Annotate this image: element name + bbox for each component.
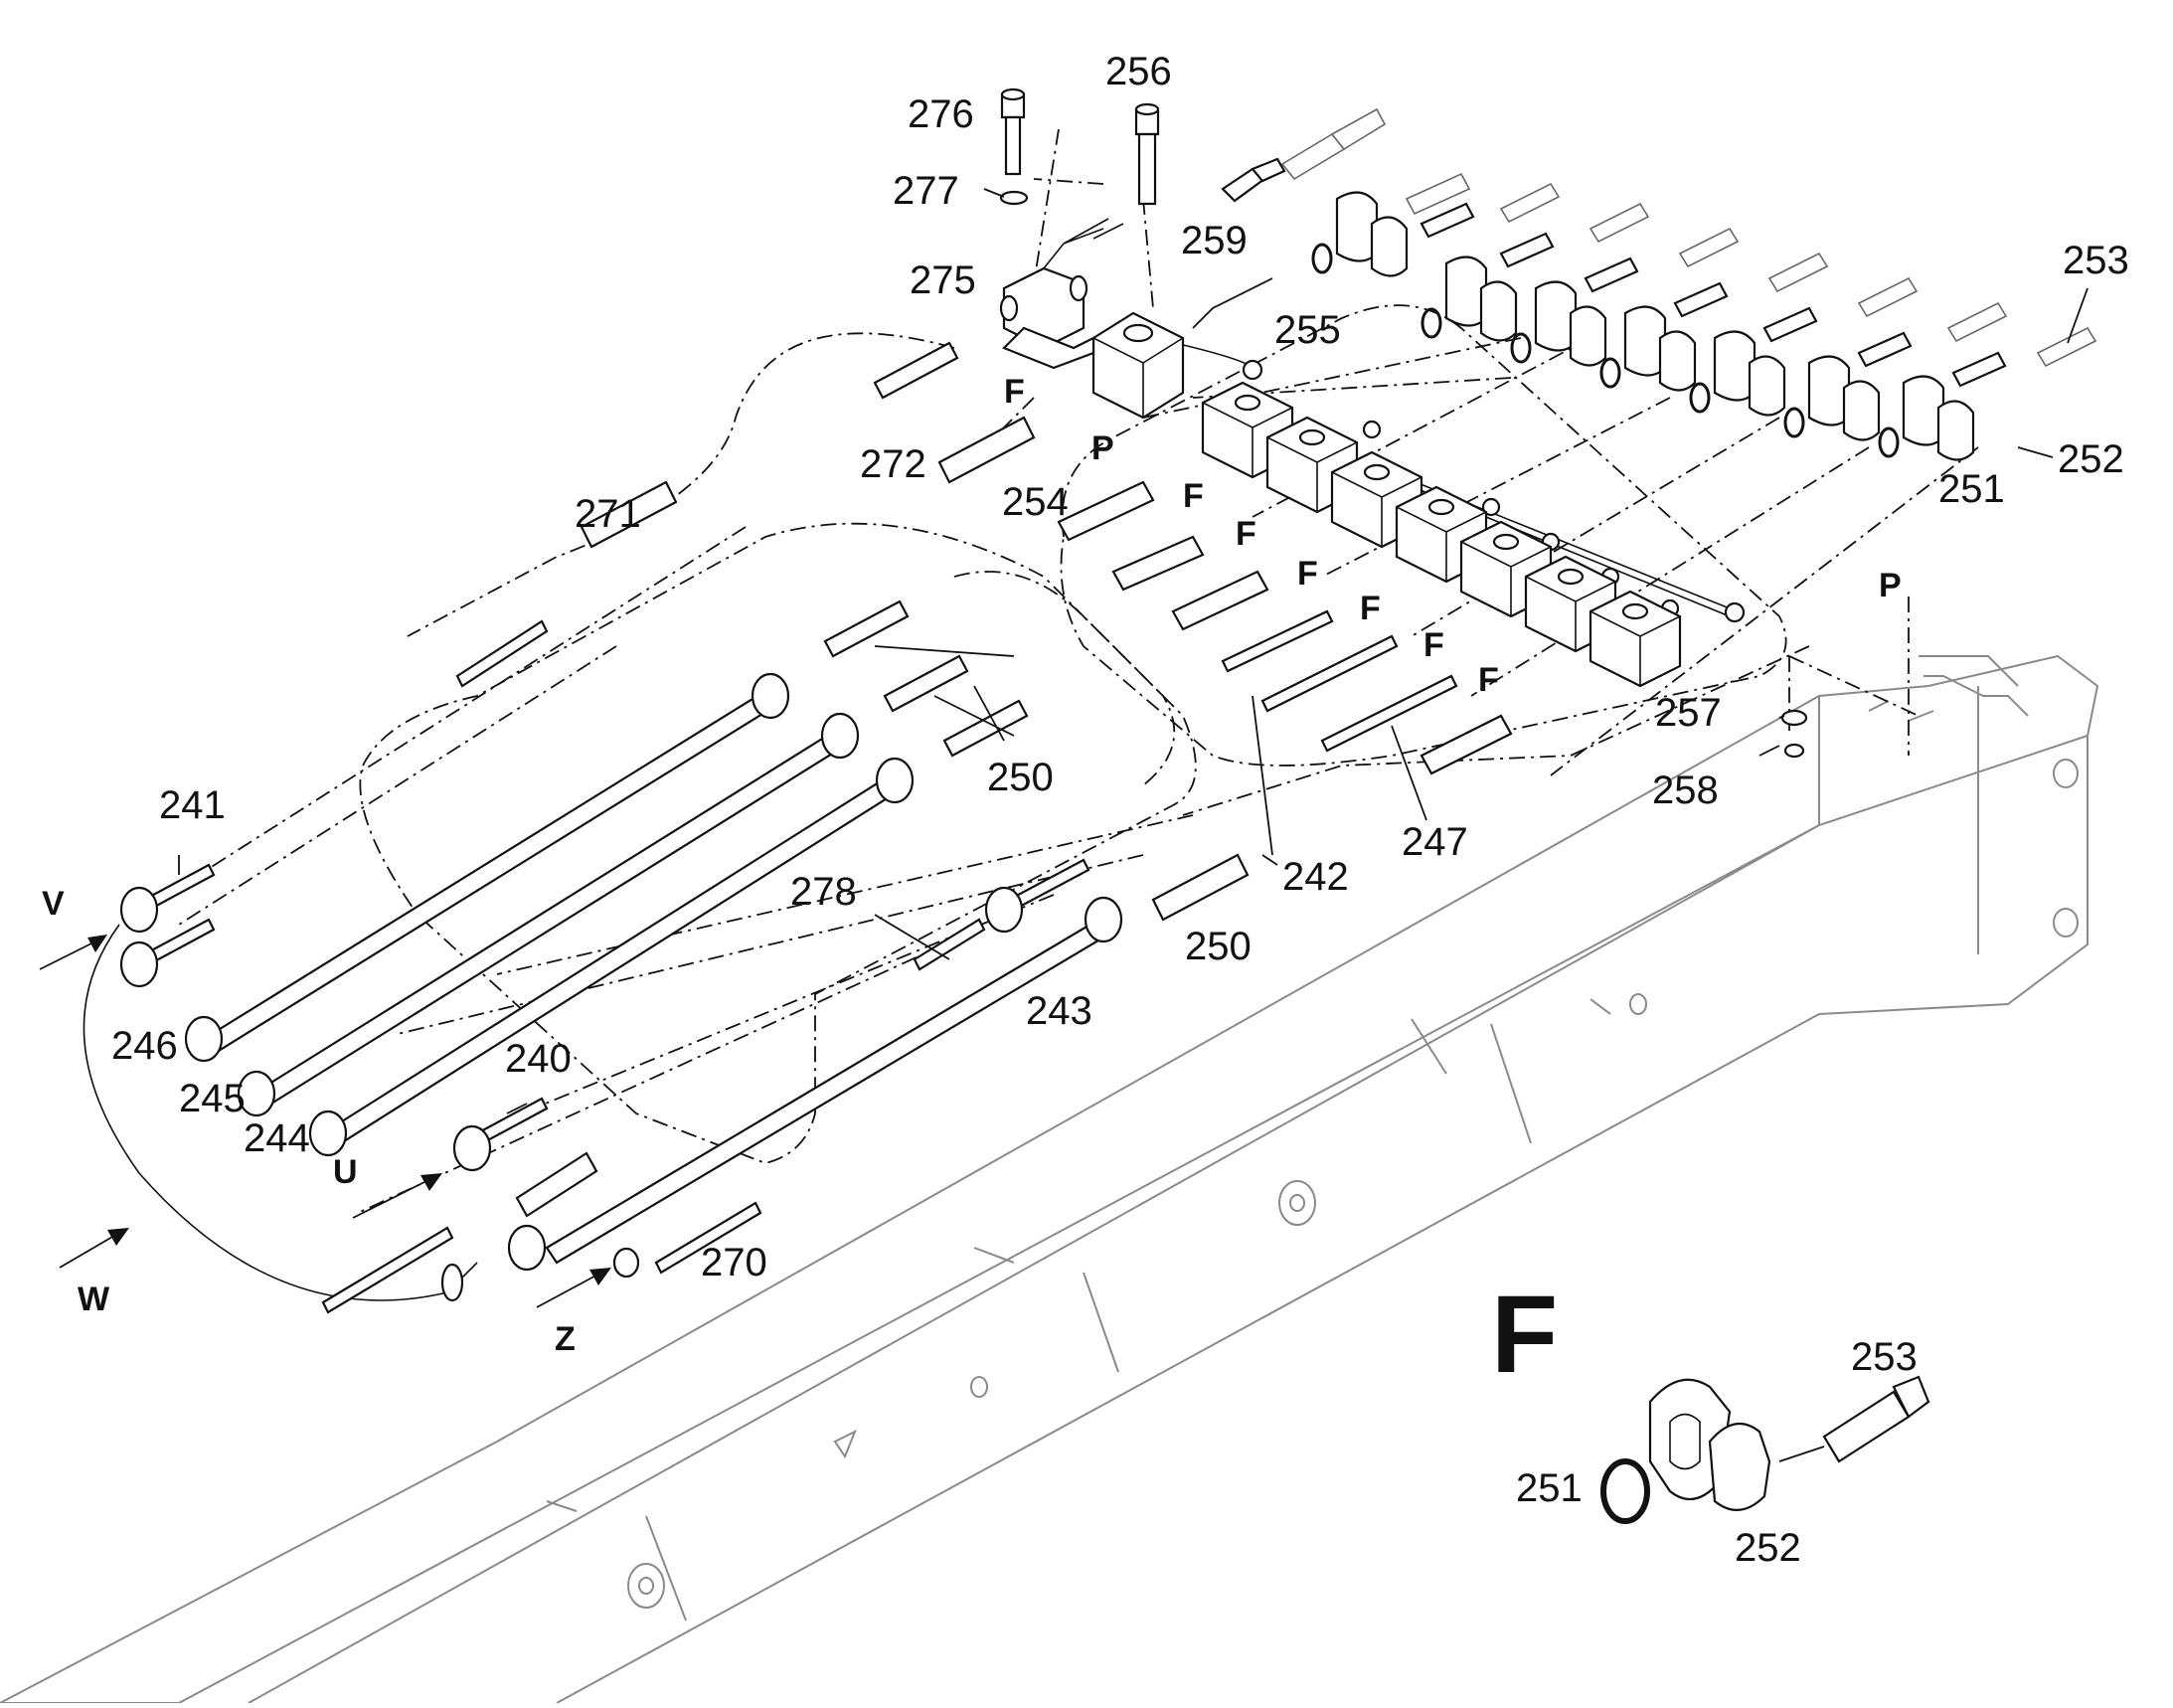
marker-f-3: F bbox=[1236, 515, 1256, 553]
label-243: 243 bbox=[1026, 989, 1092, 1033]
bolt-276 bbox=[1000, 87, 1026, 176]
marker-p-1: P bbox=[1091, 429, 1114, 467]
ball-valve-275 bbox=[999, 218, 1124, 370]
label-250-lower: 250 bbox=[1185, 925, 1252, 968]
label-259: 259 bbox=[1181, 219, 1248, 262]
label-250-upper: 250 bbox=[987, 756, 1054, 799]
label-251: 251 bbox=[1938, 467, 2005, 511]
pipe-f4 bbox=[1260, 634, 1399, 713]
view-arrows bbox=[39, 935, 611, 1308]
label-277: 277 bbox=[893, 169, 959, 213]
label-detail-251: 251 bbox=[1516, 1466, 1583, 1510]
manifold-blocks bbox=[1201, 381, 1682, 688]
label-244: 244 bbox=[244, 1116, 310, 1160]
view-markers: F F F F F F F P P V U W Z F bbox=[42, 373, 1902, 1396]
label-240: 240 bbox=[505, 1037, 572, 1081]
marker-p-2: P bbox=[1879, 567, 1902, 604]
hose-271 bbox=[580, 480, 678, 549]
label-271: 271 bbox=[575, 492, 641, 536]
hose-f1 bbox=[1111, 535, 1205, 592]
marker-v: V bbox=[42, 885, 65, 923]
label-275: 275 bbox=[910, 258, 976, 302]
marker-f-7: F bbox=[1478, 661, 1499, 699]
label-256: 256 bbox=[1105, 50, 1172, 93]
hose-250a bbox=[823, 599, 910, 658]
label-252: 252 bbox=[2058, 437, 2124, 481]
marker-f-1: F bbox=[1004, 373, 1025, 411]
flange-stack bbox=[1311, 172, 2097, 461]
pipe-short bbox=[455, 619, 549, 688]
flange-nuts bbox=[119, 672, 1808, 1302]
label-254: 254 bbox=[1002, 480, 1069, 524]
manifold-block-top bbox=[1091, 311, 1185, 420]
label-258: 258 bbox=[1652, 769, 1719, 812]
marker-w: W bbox=[78, 1281, 110, 1318]
label-276: 276 bbox=[908, 92, 974, 136]
label-detail-252: 252 bbox=[1735, 1526, 1801, 1570]
pipe-f3 bbox=[1221, 609, 1334, 673]
manifold-assembly bbox=[1091, 311, 1746, 688]
hose-254 bbox=[1057, 480, 1155, 542]
label-255: 255 bbox=[1274, 308, 1341, 352]
label-247: 247 bbox=[1402, 820, 1468, 864]
detail-f bbox=[1600, 1375, 1930, 1524]
pipe-247 bbox=[1320, 674, 1458, 753]
label-246: 246 bbox=[111, 1024, 178, 1068]
hose-250d bbox=[1151, 853, 1250, 922]
pipe-246 bbox=[202, 689, 777, 1056]
hose-f5 bbox=[1420, 714, 1513, 775]
routing-curve-w bbox=[83, 924, 478, 1301]
label-245: 245 bbox=[179, 1077, 246, 1120]
label-detail-253: 253 bbox=[1851, 1335, 1918, 1379]
hose-250c bbox=[942, 699, 1029, 758]
fitting-259 bbox=[1221, 157, 1286, 203]
part-number-labels: 276 256 277 259 275 255 253 272 254 251 … bbox=[111, 50, 2129, 1570]
hose-f2 bbox=[1171, 570, 1269, 631]
detail-title-f: F bbox=[1491, 1274, 1558, 1396]
label-242: 242 bbox=[1282, 855, 1349, 899]
label-278: 278 bbox=[790, 870, 857, 914]
bolt-256 bbox=[1134, 102, 1160, 206]
label-272: 272 bbox=[860, 442, 926, 486]
hose-272 bbox=[937, 416, 1036, 484]
marker-f-6: F bbox=[1423, 626, 1444, 664]
label-270: 270 bbox=[701, 1241, 767, 1284]
pipe-w bbox=[321, 1226, 454, 1314]
hose-271-top bbox=[873, 341, 959, 400]
pipe-270 bbox=[654, 1201, 762, 1275]
pipe-278 bbox=[913, 918, 986, 971]
marker-f-4: F bbox=[1297, 555, 1318, 593]
hose-250b bbox=[883, 654, 969, 713]
label-257: 257 bbox=[1655, 691, 1722, 735]
marker-u: U bbox=[333, 1153, 358, 1191]
marker-z: Z bbox=[555, 1320, 576, 1358]
label-253: 253 bbox=[2063, 239, 2129, 282]
leader-lines bbox=[178, 188, 2089, 1114]
label-241: 241 bbox=[159, 783, 226, 827]
marker-f-5: F bbox=[1360, 590, 1381, 627]
boom-arm bbox=[0, 654, 2099, 1704]
hose-u bbox=[515, 1151, 598, 1218]
marker-f-2: F bbox=[1183, 477, 1204, 515]
washer-277 bbox=[999, 190, 1029, 206]
hose-end-faded bbox=[1280, 107, 1387, 181]
